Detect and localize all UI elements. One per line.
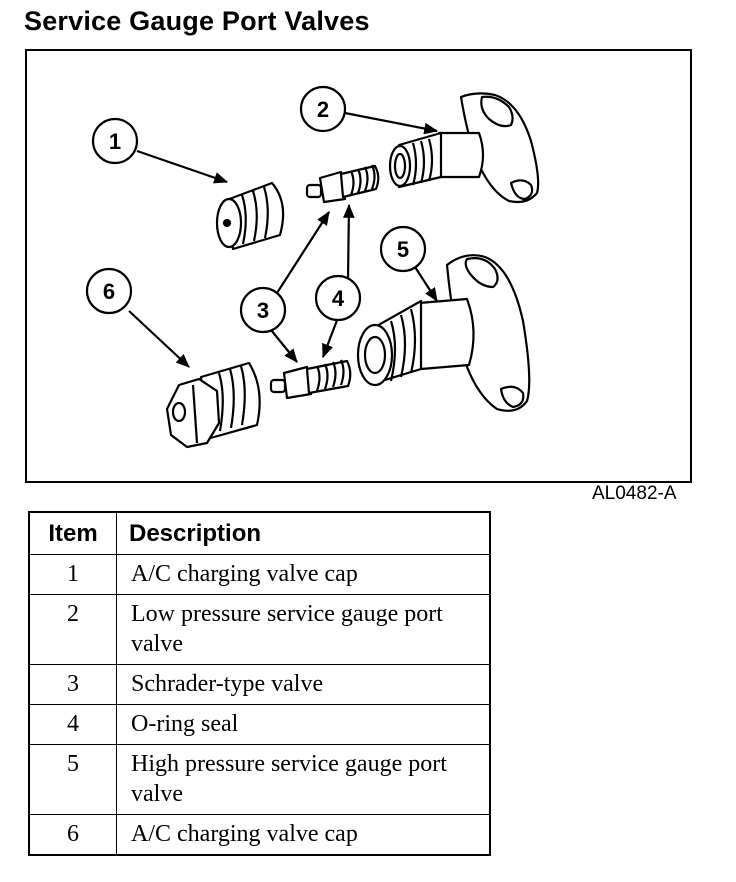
item-number: 1 bbox=[28, 554, 117, 595]
item-number: 4 bbox=[28, 704, 117, 745]
callout-3-label: 3 bbox=[257, 298, 269, 323]
item-description: A/C charging valve cap bbox=[116, 814, 491, 856]
item-number: 2 bbox=[28, 594, 117, 665]
high-pressure-port-valve bbox=[356, 297, 475, 387]
item-description: Schrader-type valve bbox=[116, 664, 491, 705]
callout-5-label: 5 bbox=[397, 237, 409, 262]
item-number: 6 bbox=[28, 814, 117, 856]
item-description: Low pressure service gauge port valve bbox=[116, 594, 491, 665]
callout-3: 3 bbox=[239, 286, 287, 334]
low-pressure-port-valve bbox=[388, 131, 485, 189]
callout-6: 6 bbox=[85, 267, 133, 315]
callout-4: 4 bbox=[314, 274, 362, 322]
callout-1: 1 bbox=[91, 117, 139, 165]
table-row: 2 Low pressure service gauge port valve bbox=[28, 594, 491, 665]
exploded-view-figure: 1 2 3 4 5 6 AL0482-A bbox=[25, 49, 692, 504]
valve-cap-top bbox=[215, 181, 285, 251]
valve-illustration: 1 2 3 4 5 6 bbox=[85, 85, 540, 449]
item-column-header: Item bbox=[28, 511, 117, 555]
schrader-valve-bottom bbox=[269, 359, 352, 400]
callout-1-label: 1 bbox=[109, 129, 121, 154]
leader-lines bbox=[128, 111, 439, 368]
table-row: 1 A/C charging valve cap bbox=[28, 554, 491, 595]
high-pressure-line bbox=[445, 254, 531, 412]
schrader-valve-top bbox=[305, 164, 380, 204]
table-row: 4 O-ring seal bbox=[28, 704, 491, 745]
figure-code: AL0482-A bbox=[592, 483, 677, 504]
description-column-header: Description bbox=[116, 511, 491, 555]
item-description: High pressure service gauge port valve bbox=[116, 744, 491, 815]
callouts: 1 2 3 4 5 6 bbox=[85, 85, 427, 334]
item-description: A/C charging valve cap bbox=[116, 554, 491, 595]
table-row: 6 A/C charging valve cap bbox=[28, 814, 491, 856]
table-row: 5 High pressure service gauge port valve bbox=[28, 744, 491, 815]
legend-header-row: Item Description bbox=[28, 511, 491, 555]
item-description: O-ring seal bbox=[116, 704, 491, 745]
callout-2: 2 bbox=[299, 85, 347, 133]
valve-cap-bottom bbox=[165, 361, 261, 449]
page-title: Service Gauge Port Valves bbox=[24, 6, 370, 36]
callout-2-label: 2 bbox=[317, 97, 329, 122]
callout-6-label: 6 bbox=[103, 279, 115, 304]
item-number: 3 bbox=[28, 664, 117, 705]
item-number: 5 bbox=[28, 744, 117, 815]
callout-4-label: 4 bbox=[332, 286, 345, 311]
legend-table: Item Description 1 A/C charging valve ca… bbox=[28, 511, 491, 856]
callout-5: 5 bbox=[379, 225, 427, 273]
table-row: 3 Schrader-type valve bbox=[28, 664, 491, 705]
